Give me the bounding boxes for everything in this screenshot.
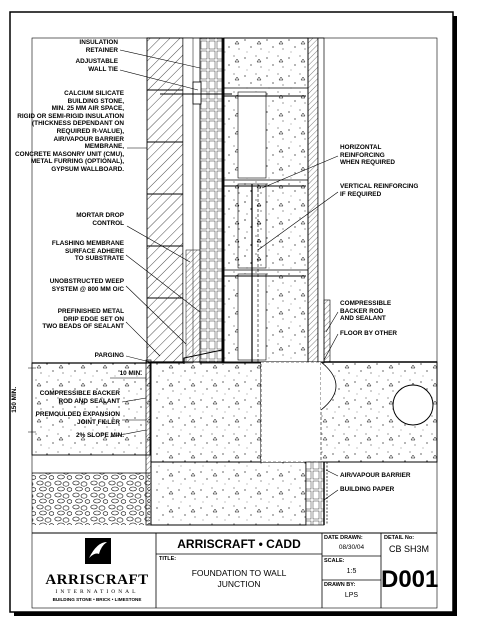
label-slope: 2% SLOPE MIN. xyxy=(76,432,124,439)
label-dim-10: 10 MIN. xyxy=(119,370,142,377)
drawing-title: FOUNDATION TO WALL JUNCTION xyxy=(191,568,287,589)
title-label: TITLE: xyxy=(159,556,177,562)
label-vertical-reinforcing: VERTICAL REINFORCING IF REQUIRED xyxy=(340,183,419,198)
label-dim-150: 150 MIN. xyxy=(11,386,19,413)
drawing-number: D001 xyxy=(381,566,439,593)
label-flashing-membrane: FLASHING MEMBRANE SURFACE ADHERE TO SUBS… xyxy=(51,240,124,263)
drawn-by-value: LPS xyxy=(344,592,359,599)
dimension-150 xyxy=(28,367,36,433)
leaders-right xyxy=(257,155,339,501)
label-air-vapour-barrier: AIR/VAPOUR BARRIER xyxy=(340,472,411,479)
label-mortar-drop-control: MORTAR DROP CONTROL xyxy=(76,212,124,227)
detail-code: CB SH3M xyxy=(388,544,429,554)
label-backer-rod-right: COMPRESSIBLE BACKER ROD AND SEALANT xyxy=(340,300,392,323)
label-insulation-retainer: INSULATION RETAINER xyxy=(79,39,118,54)
arriscraft-logo-icon xyxy=(85,538,111,564)
label-weep-system: UNOBSTRUCTED WEEP SYSTEM @ 800 MM O/C xyxy=(49,278,124,293)
label-building-paper: BUILDING PAPER xyxy=(340,486,395,493)
wall-assembly xyxy=(146,37,325,364)
title-block-frame xyxy=(32,532,437,608)
logo-tag: BUILDING STONE • BRICK • LIMESTONE xyxy=(52,597,142,602)
label-adjustable-wall-tie: ADJUSTABLE WALL TIE xyxy=(75,58,119,73)
company-title: ARRISCRAFT • CADD xyxy=(177,537,301,551)
date-label: DATE DRAWN: xyxy=(324,535,363,541)
detail-label: DETAIL No: xyxy=(384,535,415,541)
label-expansion-filler: PREMOULDED EXPANSION JOINT FILLER xyxy=(35,411,120,426)
drawn-by-label: DRAWN BY: xyxy=(324,582,356,588)
label-wall-assembly: CALCIUM SILICATE BUILDING STONE, MIN. 25… xyxy=(15,90,124,173)
dimension-10 xyxy=(110,374,152,382)
label-floor-by-other: FLOOR BY OTHER xyxy=(340,330,398,337)
logo-sub: INTERNATIONAL xyxy=(55,589,139,595)
date-value: 08/30/04 xyxy=(338,544,365,551)
foundation xyxy=(31,299,438,526)
label-parging: PARGING xyxy=(94,352,124,359)
scale-value: 1:5 xyxy=(346,568,357,575)
scale-label: SCALE: xyxy=(324,558,345,564)
label-horizontal-reinforcing: HORIZONTAL REINFORCING WHEN REQUIRED xyxy=(340,144,396,167)
leaders-left xyxy=(109,49,201,438)
label-backer-rod-left: COMPRESSIBLE BACKER ROD AND SEALANT xyxy=(39,390,120,405)
label-drip-edge: PREFINISHED METAL DRIP EDGE SET ON TWO B… xyxy=(42,308,124,331)
logo-name: ARRISCRAFT xyxy=(45,572,149,588)
